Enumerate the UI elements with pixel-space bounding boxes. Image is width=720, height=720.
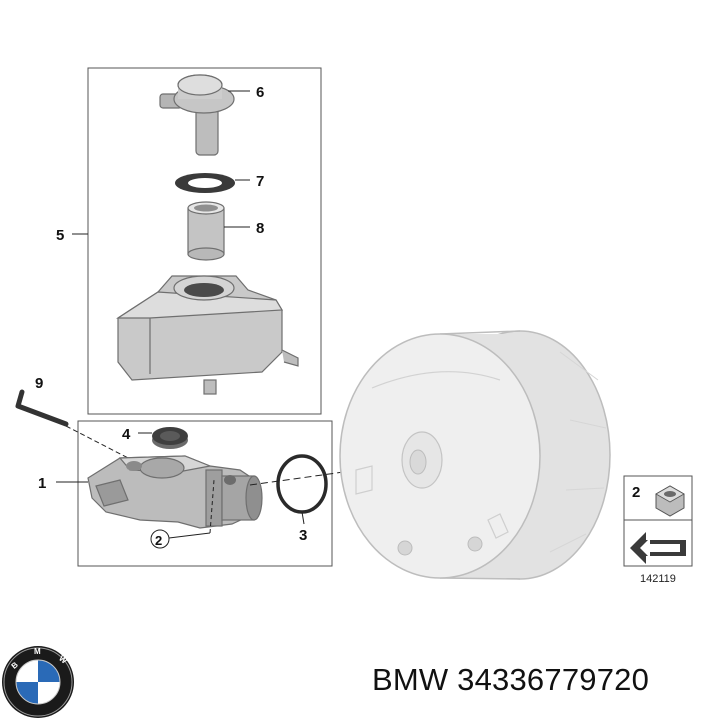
inset-legend: 2 142119 bbox=[623, 475, 693, 585]
callout-2-circle bbox=[150, 529, 170, 549]
reservoir-assembly-frame bbox=[87, 67, 322, 415]
svg-text:M: M bbox=[34, 647, 41, 656]
reservoir-cap bbox=[159, 74, 235, 156]
callout-7: 7 bbox=[256, 173, 264, 190]
callout-5: 5 bbox=[56, 227, 64, 244]
part-number-caption: BMW 34336779720 bbox=[372, 662, 650, 697]
svg-text:W: W bbox=[57, 654, 69, 666]
reservoir-strainer bbox=[187, 201, 225, 261]
callout-9: 9 bbox=[35, 375, 43, 392]
callout-1: 1 bbox=[38, 475, 46, 492]
reservoir-grommet bbox=[152, 427, 188, 449]
svg-text:B: B bbox=[10, 660, 20, 671]
hex-nut-icon bbox=[655, 485, 685, 517]
master-cylinder bbox=[87, 455, 263, 529]
inset-callout-2: 2 bbox=[632, 484, 640, 501]
direction-arrow-icon bbox=[630, 532, 686, 564]
reservoir-gasket bbox=[175, 173, 235, 193]
callout-4: 4 bbox=[122, 426, 131, 443]
diagram-code: 142119 bbox=[640, 573, 676, 585]
reservoir-tank bbox=[115, 275, 299, 395]
brake-booster bbox=[339, 330, 611, 580]
o-ring bbox=[276, 454, 328, 514]
bmw-logo: B M W bbox=[2, 646, 74, 718]
callout-3: 3 bbox=[299, 527, 307, 544]
retaining-pin bbox=[15, 389, 69, 427]
master-cylinder-frame bbox=[77, 420, 333, 567]
callout-8: 8 bbox=[256, 220, 264, 237]
callout-2: 2 bbox=[155, 533, 162, 548]
callout-6: 6 bbox=[256, 84, 264, 101]
